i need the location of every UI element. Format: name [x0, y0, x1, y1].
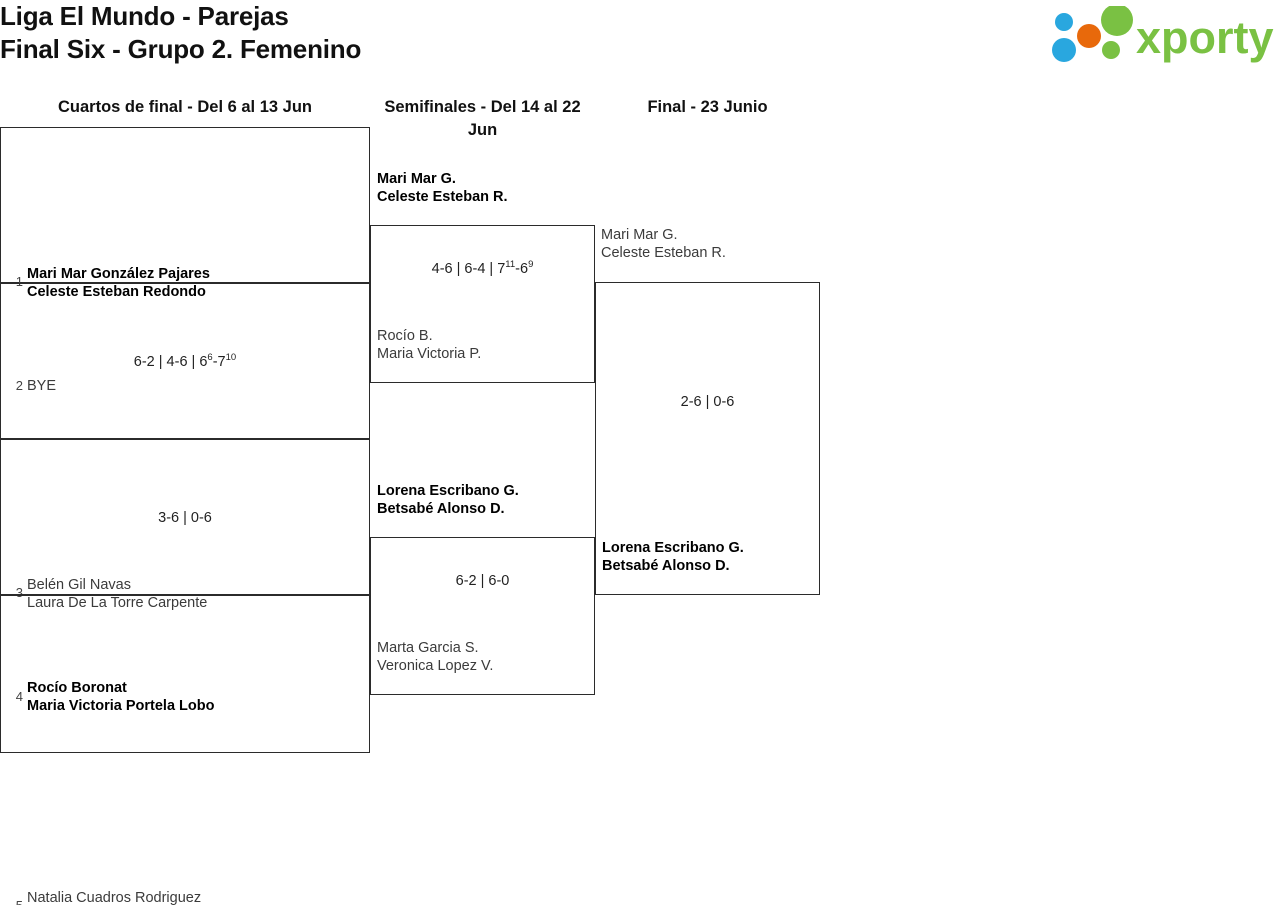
final-winner-line2: Betsabé Alonso D. — [602, 558, 730, 574]
team-name-line1: Rocío Boronat — [27, 680, 127, 696]
sf2-winner-line2: Betsabé Alonso D. — [377, 501, 505, 517]
sf1-winner-line1: Mari Mar G. — [377, 171, 456, 187]
logo-wordmark: xporty — [1136, 12, 1274, 63]
logo-dot-blue-small — [1055, 13, 1073, 31]
sf2-winner-line1: Lorena Escribano G. — [377, 483, 519, 499]
sf1-loser-line1: Rocío B. — [377, 328, 433, 344]
logo-dot-green-small — [1102, 41, 1120, 59]
logo-dot-blue-large — [1052, 38, 1076, 62]
team-name-line1: Natalia Cuadros Rodriguez — [27, 890, 202, 905]
seed-number: 5 — [7, 898, 23, 905]
page-title: Liga El Mundo - Parejas Final Six - Grup… — [0, 0, 900, 66]
xporty-logo-svg: xporty — [1052, 6, 1274, 63]
team-name-line2: Celeste Esteban Redondo — [27, 284, 206, 300]
match-qf-1[interactable]: 1 Mari Mar González Pajares Celeste Este… — [0, 127, 370, 394]
seed-number: 4 — [15, 689, 23, 704]
team-name-line1: Mari Mar González Pajares — [27, 266, 210, 282]
title-line-2: Final Six - Grupo 2. Femenino — [0, 34, 362, 64]
match-qf-3[interactable]: 5 Natalia Cuadros Rodriguez Maria Izascu… — [0, 439, 370, 905]
team-name-line1: Belén Gil Navas — [27, 577, 131, 593]
match-score: 3-6 | 0-6 — [158, 510, 212, 526]
match-score: 4-6 | 6-4 | 711-69 — [431, 259, 534, 277]
match-sf-1[interactable]: 4-6 | 6-4 | 711-69 Rocío B. Maria Victor… — [370, 225, 595, 383]
team-name-line2: Laura De La Torre Carpente — [27, 595, 208, 611]
seed-number: 2 — [15, 378, 23, 393]
team-name-line2: Maria Victoria Portela Lobo — [27, 698, 215, 714]
match-sf-2[interactable]: 6-2 | 6-0 Marta Garcia S. Veronica Lopez… — [370, 537, 595, 695]
sf2-loser-line2: Veronica Lopez V. — [377, 658, 494, 674]
final-winner-line1: Lorena Escribano G. — [602, 540, 744, 556]
logo-dot-orange — [1077, 24, 1101, 48]
logo-dot-green-large — [1101, 6, 1133, 36]
round-header-semifinals: Semifinales - Del 14 al 22 Jun — [384, 98, 581, 139]
sf2-loser-line1: Marta Garcia S. — [377, 640, 479, 656]
match-qf-2[interactable]: 3 Belén Gil Navas Laura De La Torre Carp… — [0, 283, 370, 714]
match-qf-4[interactable]: 7 BYE 8 Marta Garcia Saez Veronica Lopez… — [0, 595, 370, 753]
xporty-logo[interactable]: xporty — [1044, 6, 1274, 68]
title-line-1: Liga El Mundo - Parejas — [0, 1, 289, 31]
final-loser-line2: Celeste Esteban R. — [601, 245, 726, 261]
sf1-loser-line2: Maria Victoria P. — [377, 346, 482, 362]
match-score: 6-2 | 4-6 | 66-710 — [133, 352, 237, 370]
seed-number: 1 — [15, 274, 23, 289]
match-score: 6-2 | 6-0 — [455, 573, 510, 589]
seed-number: 3 — [15, 585, 23, 600]
round-header-final: Final - 23 Junio — [647, 98, 768, 116]
match-final[interactable]: 2-6 | 0-6 Lorena Escribano G. Betsabé Al… — [595, 282, 820, 595]
final-loser-line1: Mari Mar G. — [601, 227, 678, 243]
round-header-quarterfinals: Cuartos de final - Del 6 al 13 Jun — [58, 98, 312, 116]
sf1-winner-line2: Celeste Esteban R. — [377, 189, 508, 205]
match-score: 2-6 | 0-6 — [680, 394, 735, 410]
team-name-line1: BYE — [27, 378, 57, 394]
